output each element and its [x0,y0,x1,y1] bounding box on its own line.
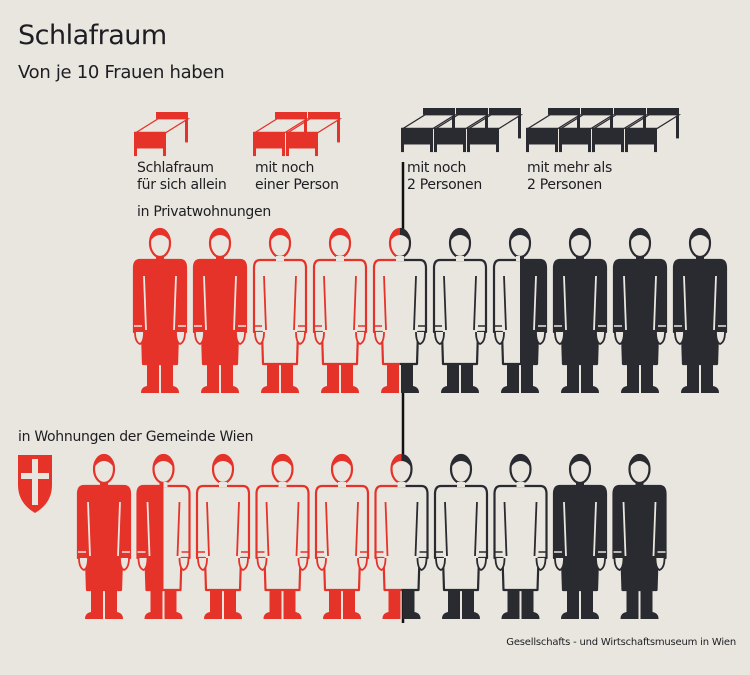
woman-figure-icon [492,227,548,393]
legend-line: einer Person [255,177,339,193]
legend-line: Schlafraum [137,160,214,176]
bed-group-icon [400,108,524,153]
vienna-coat-of-arms-icon [18,455,52,513]
woman-figure-icon [552,227,608,393]
woman-figure-icon [252,227,308,393]
bed-icon [133,112,191,157]
bed-group-icon [133,112,191,157]
figure-row [76,453,667,619]
row-label-gemeinde: in Wohnungen der Gemeinde Wien [18,429,254,445]
legend-line: mit noch [407,160,467,176]
legend-label-more-persons: mit mehr als 2 Personen [527,160,612,194]
row-label-private: in Privatwohnungen [137,204,271,220]
legend-label-two-persons: mit noch 2 Personen [407,160,482,194]
woman-figure-icon [192,227,248,393]
figure-row [132,227,728,393]
woman-figure-icon [76,453,132,619]
bed-icon [558,108,616,153]
bed-icon [591,108,649,153]
woman-figure-icon [552,453,608,619]
woman-figure-icon [136,453,191,619]
chart-title: Schlafraum [18,20,167,51]
woman-figure-icon [493,453,548,619]
woman-figure-icon [374,453,429,619]
bed-icon [466,108,524,153]
bed-icon [400,108,458,153]
woman-figure-icon [132,227,188,393]
woman-figure-icon [433,453,489,619]
woman-figure-icon [255,453,310,619]
woman-figure-icon [314,453,370,619]
legend-line: mit mehr als [527,160,612,176]
woman-figure-icon [432,227,488,393]
legend-line: 2 Personen [527,177,602,193]
bed-group-icon [525,108,682,153]
woman-figure-icon [612,453,667,619]
bed-icon [285,112,343,157]
woman-figure-icon [195,453,251,619]
woman-figure-icon [372,227,428,393]
legend-line: für sich allein [137,177,227,193]
bed-icon [624,108,682,153]
legend-label-alone: Schlafraum für sich allein [137,160,227,194]
legend-line: mit noch [255,160,315,176]
woman-figure-icon [672,227,728,393]
bed-icon [525,108,583,153]
woman-figure-icon [612,227,668,393]
legend-label-one-person: mit noch einer Person [255,160,339,194]
woman-figure-icon [312,227,368,393]
legend-line: 2 Personen [407,177,482,193]
bed-group-icon [252,112,343,157]
bed-icon [433,108,491,153]
chart-subtitle: Von je 10 Frauen haben [18,62,225,83]
bed-icon [252,112,310,157]
source-credit: Gesellschafts - und Wirtschaftsmuseum in… [506,637,736,648]
